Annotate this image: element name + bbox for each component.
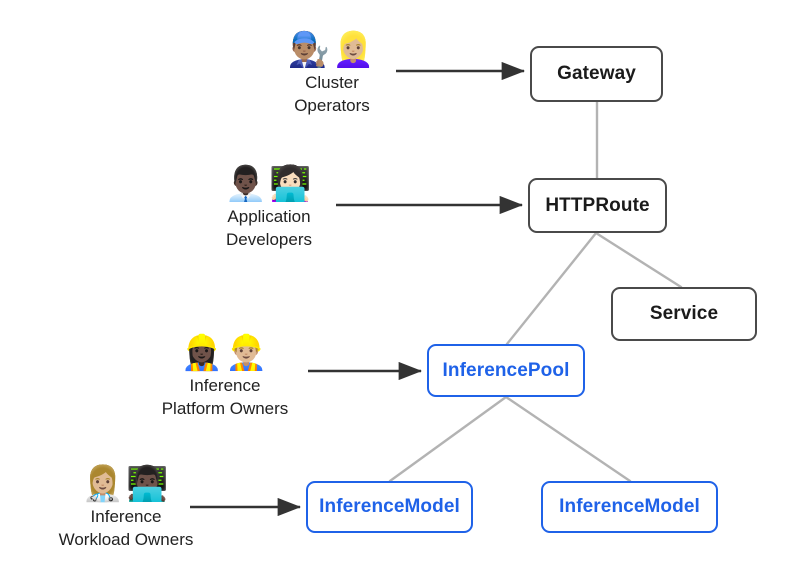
node-service[interactable]: Service	[611, 287, 757, 341]
node-label: Gateway	[557, 63, 636, 84]
man-office-worker-icon-woman-technologist-icon: 👨🏿‍💼👩🏻‍💻	[224, 164, 314, 204]
edge_inferencepool_model_right	[504, 395, 632, 483]
actor-label-line: Inference	[90, 507, 162, 526]
woman-health-worker-icon-man-technologist-icon: 👩🏼‍⚕️👨🏿‍💻	[81, 464, 171, 504]
man-mechanic-icon-woman-mechanic-icon: 👨🏽‍🔧👱🏼‍♀️	[287, 30, 377, 70]
node-label: InferenceModel	[319, 496, 460, 517]
actor-label-line: Inference	[189, 376, 261, 395]
node-label: InferenceModel	[559, 496, 700, 517]
relationship-lines	[388, 100, 683, 483]
node-label: InferencePool	[442, 359, 570, 381]
actor-arrows	[190, 61, 526, 517]
actor-label-line: Platform Owners	[161, 399, 289, 418]
edge_httproute_inferencepool	[505, 231, 598, 346]
node-inferencemodel_right[interactable]: InferenceModel	[541, 481, 718, 533]
node-inferencemodel_left[interactable]: InferenceModel	[306, 481, 473, 533]
actor-label-line: Developers	[226, 230, 312, 249]
actor-label-line: Cluster	[305, 73, 359, 92]
actor-label-line: Application	[227, 207, 311, 226]
node-httproute[interactable]: HTTPRoute	[528, 178, 667, 233]
edge_httproute_service	[594, 231, 683, 289]
node-gateway[interactable]: Gateway	[530, 46, 663, 102]
node-label: Service	[649, 303, 719, 324]
edge_inferencepool_model_left	[388, 395, 508, 483]
actor-label-line: Operators	[294, 96, 370, 115]
node-label: HTTPRoute	[545, 194, 650, 216]
actor-label-line: Workload Owners	[58, 530, 194, 549]
node-inferencepool[interactable]: InferencePool	[427, 344, 585, 397]
woman-construction-worker-icon-man-construction-worker-icon: 👷🏿‍♀️👷🏼‍♂️	[180, 333, 270, 373]
